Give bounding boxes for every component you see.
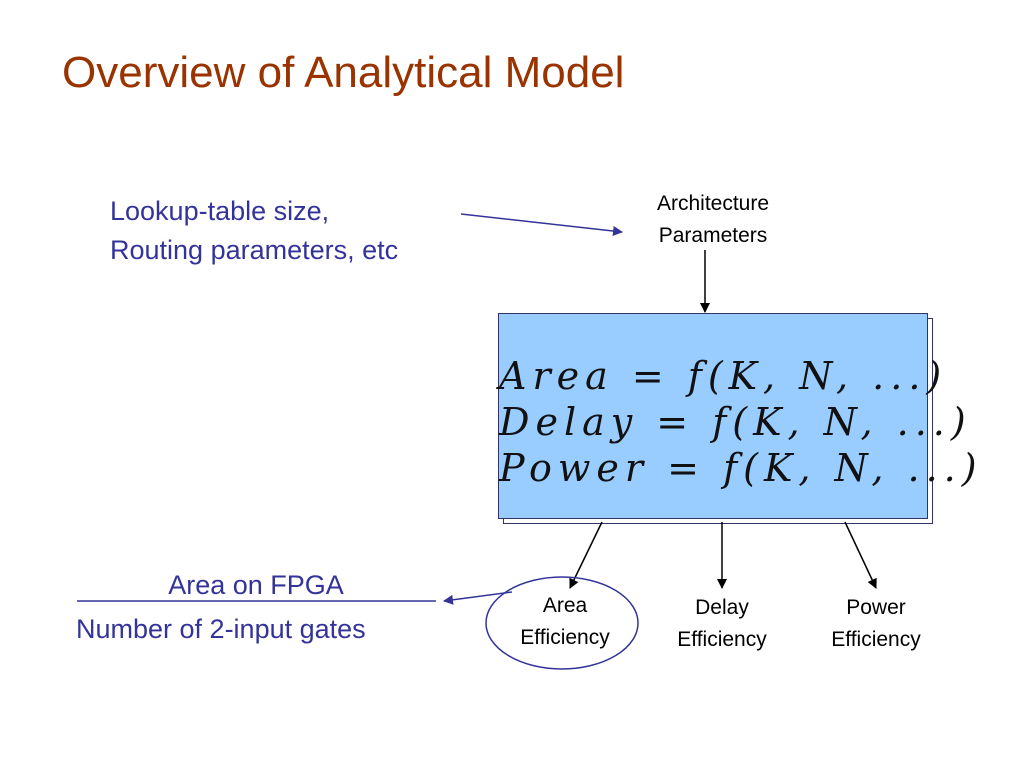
power-efficiency-line-2: Efficiency: [831, 628, 921, 651]
delay-efficiency-label: Delay Efficiency: [652, 592, 792, 656]
area-ratio-denominator: Number of 2-input gates: [76, 614, 366, 644]
analytical-model-box: Area = f(K, N, ...) Delay = f(K, N, ...)…: [498, 313, 983, 519]
area-efficiency-label: Area Efficiency: [500, 590, 630, 654]
slide-title: Overview of Analytical Model: [62, 48, 625, 97]
power-formula: Power = f(K, N, ...): [499, 446, 983, 490]
delay-efficiency-line-2: Efficiency: [677, 628, 767, 651]
area-efficiency-line-1: Area: [542, 594, 588, 617]
note-to-parameters-arrow: [460, 213, 623, 236]
power-efficiency-label: Power Efficiency: [806, 592, 946, 656]
architecture-parameters-line-2: Parameters: [658, 224, 768, 247]
delay-formula: Delay = f(K, N, ...): [499, 400, 972, 444]
area-formula: Area = f(K, N, ...): [499, 354, 948, 398]
area-ratio-numerator: Area on FPGA: [168, 570, 344, 600]
model-to-power-arrow: [844, 521, 877, 589]
architecture-parameters-label: Architecture Parameters: [628, 188, 798, 252]
parameter-examples-line-1: Lookup-table size,: [110, 196, 330, 226]
parameter-examples-note: Lookup-table size, Routing parameters, e…: [110, 192, 398, 270]
model-to-area-arrow: [569, 521, 603, 589]
parameter-examples-line-2: Routing parameters, etc: [110, 235, 399, 265]
power-efficiency-line-1: Power: [846, 596, 906, 619]
area-efficiency-line-2: Efficiency: [520, 626, 610, 649]
delay-efficiency-line-1: Delay: [695, 596, 749, 619]
architecture-parameters-line-1: Architecture: [656, 192, 770, 215]
